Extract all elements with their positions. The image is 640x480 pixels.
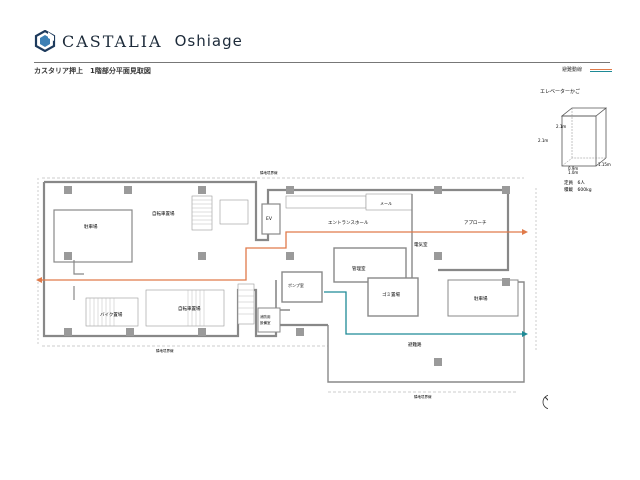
trash-room [367, 277, 419, 317]
elevator-load: 積載 600kg [564, 186, 592, 193]
legend-swatch-teal [590, 71, 612, 72]
elevator-depth-side: 1.15m [598, 162, 611, 167]
fire-equipment-label-a: 消防用 [260, 314, 271, 319]
evac-route-teal [324, 291, 522, 335]
walkway-label: 避難路 [408, 341, 422, 348]
pump-room [281, 271, 323, 303]
parking-right-label: 駐車場 [474, 295, 488, 302]
trash-label: ゴミ置場 [382, 291, 400, 298]
castalia-logo-icon [34, 30, 56, 52]
north-arrow-icon [542, 394, 548, 410]
brand-name: CASTALIA [62, 31, 163, 51]
header-divider [34, 62, 610, 63]
elevator-depth: 2.1m [556, 124, 566, 129]
ev-label: EV [266, 216, 273, 222]
legend-label: 避難動線 [562, 67, 583, 73]
approach-label: アプローチ [464, 220, 487, 226]
center-stairs [237, 283, 255, 325]
elevator-diagram: エレベーターかご 2.1m 2.1m 1.0m 0.9m 1.15m 定員 6人… [538, 88, 611, 193]
boundary-top-label: 隣地境界線 [260, 170, 278, 175]
electric-label: 電気室 [414, 241, 428, 248]
entrance-hall-label: エントランスホール [328, 220, 369, 226]
legend-swatch [590, 69, 612, 70]
stairs-top [191, 195, 213, 231]
brand-location: Oshiage [174, 32, 243, 50]
mailbox-label: メール [380, 201, 392, 206]
parking-left-label: 駐車場 [84, 223, 98, 230]
ev-shaft [261, 203, 281, 235]
elevator-title: エレベーターかご [540, 88, 580, 95]
management-label: 管理室 [352, 265, 366, 272]
management-room [333, 247, 407, 283]
pump-label: ポンプ室 [288, 282, 304, 288]
elevator-capacity: 定員 6人 [564, 179, 585, 186]
elevator-height: 2.1m [538, 138, 548, 143]
page-title: カスタリア押上 1階部分平面見取図 [34, 67, 151, 75]
pillars [64, 186, 510, 366]
bicycle-top-label: 自転車置場 [152, 210, 175, 217]
brand-logo: CASTALIA Oshiage [34, 30, 243, 52]
bicycle-bottom-label: 自転車置場 [178, 305, 201, 312]
fire-equipment-label-b: 設備室 [260, 320, 271, 325]
evac-route-orange [42, 231, 522, 281]
elevator-width: 1.0m [568, 170, 578, 175]
bike-storage-label: バイク置場 [100, 311, 123, 318]
bicycle-bottom-stairs [145, 289, 225, 327]
elevator-width-inner: 0.9m [568, 166, 578, 171]
boundary-bottom-label: 隣地境界線 [156, 348, 174, 353]
bike-storage-stairs [85, 297, 139, 327]
floor-plan: 駐車場 自転車置場 バイク置場 自転車置場 EV エントラ [36, 170, 548, 410]
fire-equipment-room [257, 307, 281, 333]
boundary-bottom2-label: 隣地境界線 [414, 394, 432, 399]
